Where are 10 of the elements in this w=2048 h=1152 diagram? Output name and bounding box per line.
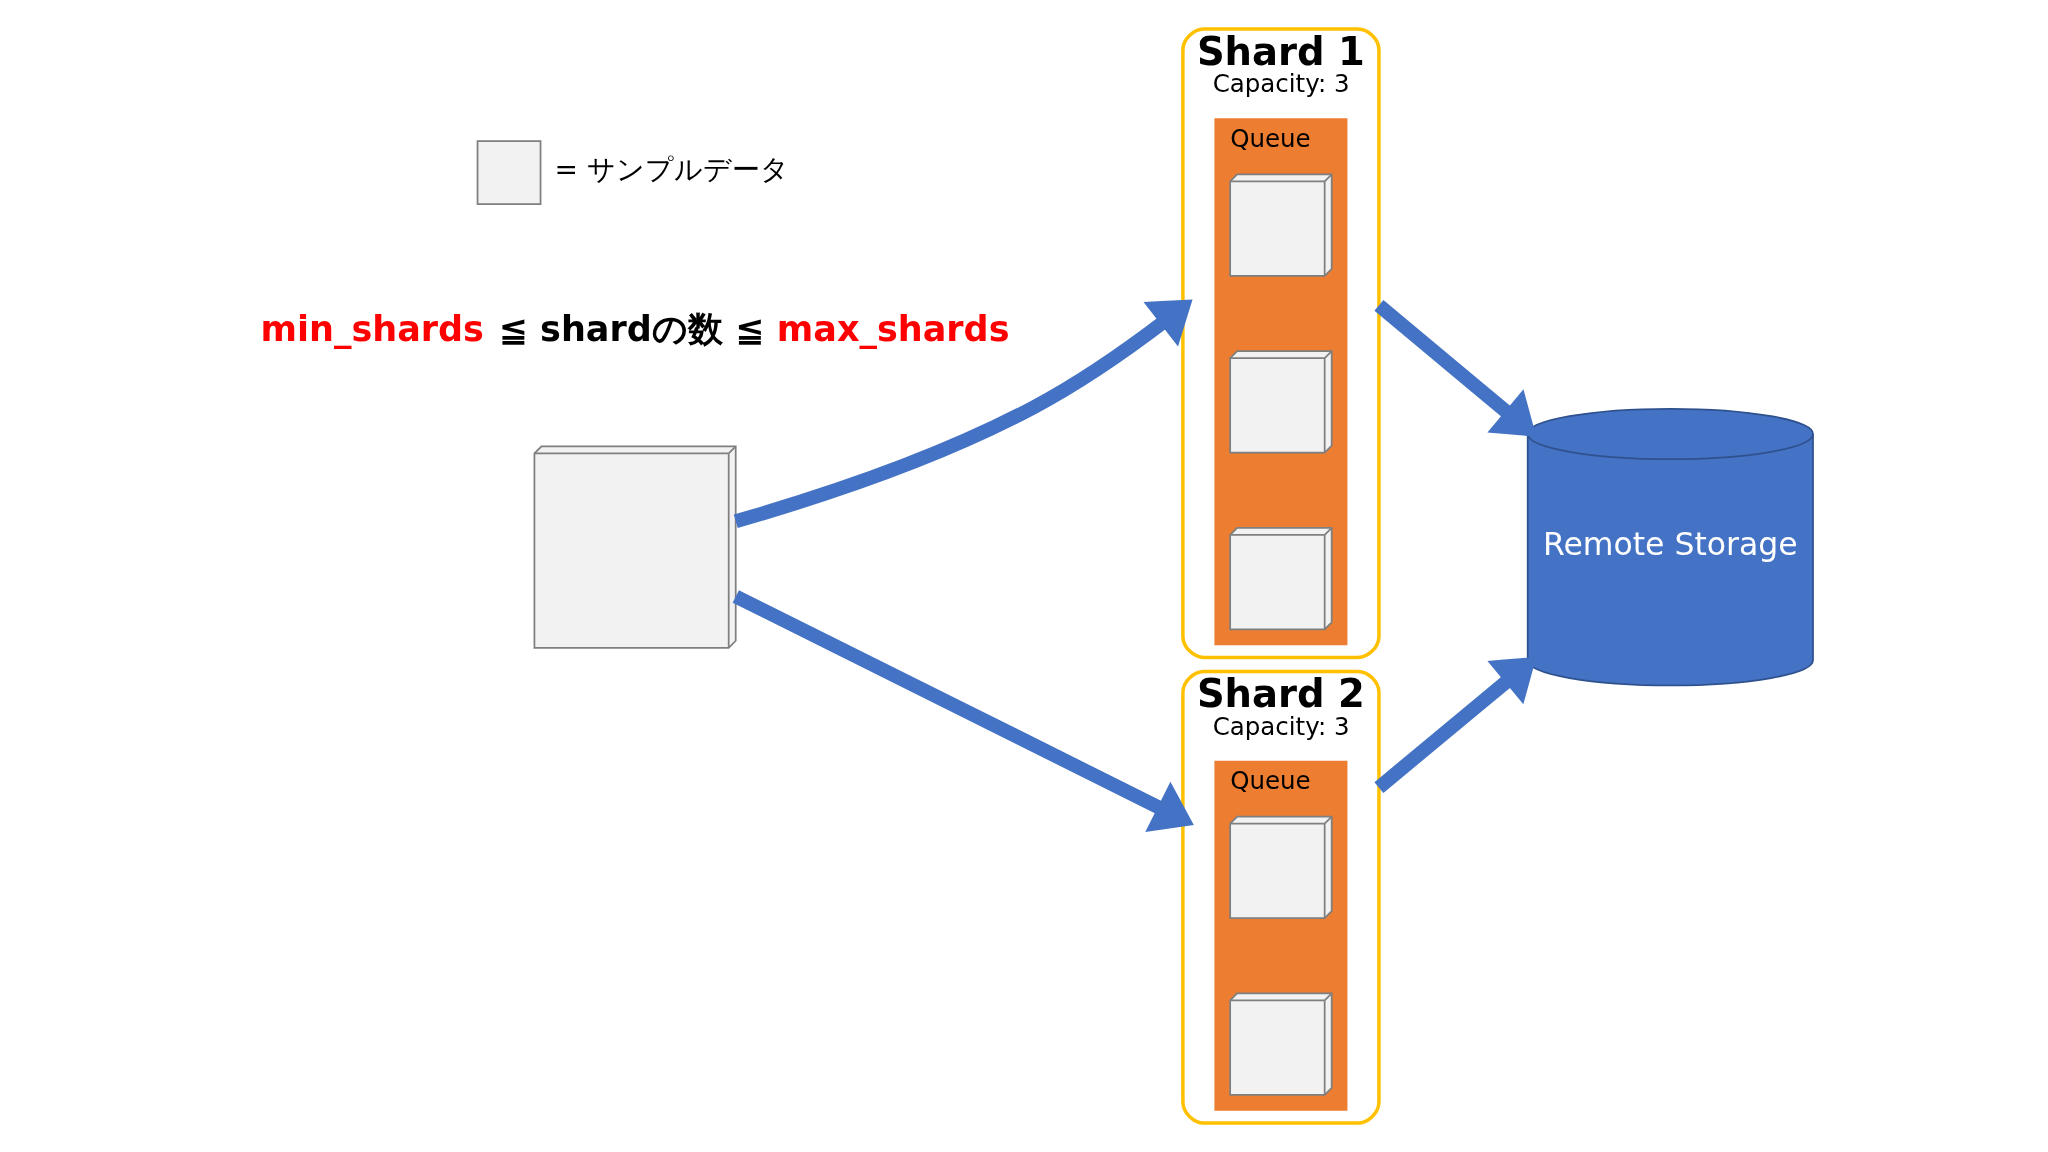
label: ≦ shardの数 ≦	[498, 308, 764, 349]
arrow	[1373, 656, 1536, 793]
cluster: Queue	[1213, 760, 1347, 1111]
legend-label: = サンプルデータ	[554, 153, 789, 187]
arrow	[733, 299, 1193, 528]
arrow	[1373, 300, 1536, 437]
label: min_shards	[260, 308, 484, 349]
label: max_shards	[776, 308, 1010, 349]
cluster: Queue	[1213, 118, 1347, 646]
arrow	[732, 590, 1194, 833]
